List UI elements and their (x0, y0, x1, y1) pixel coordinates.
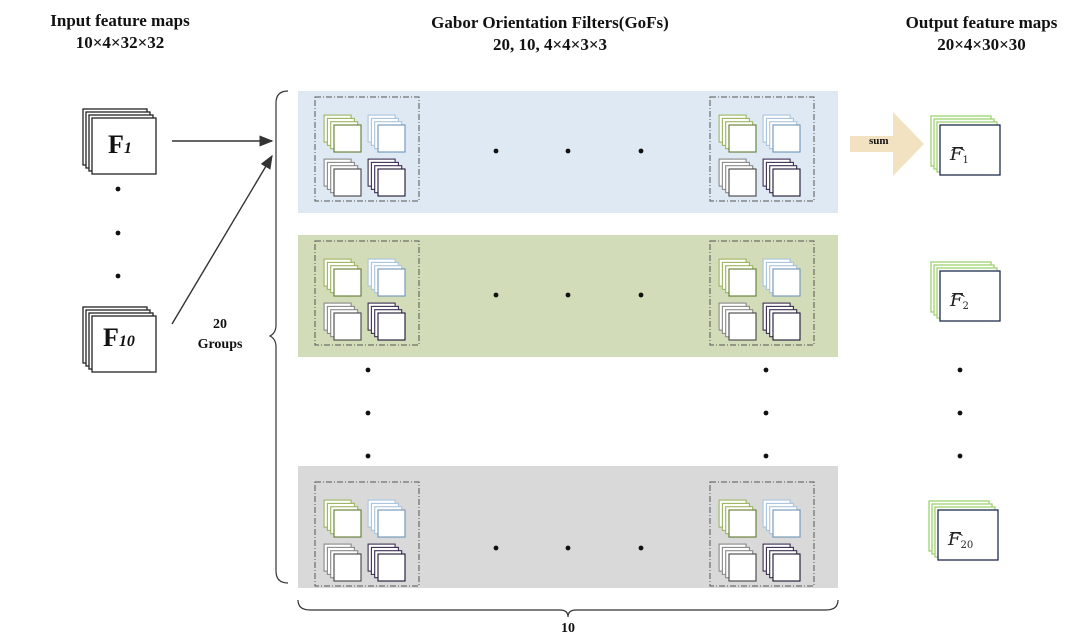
filter-stack (323, 258, 362, 297)
filter-stack (367, 499, 406, 538)
input-map-index: 10 (118, 333, 135, 350)
ellipsis-dot (365, 453, 371, 459)
groups-label: 20 Groups (190, 315, 250, 355)
ellipsis-dot (565, 292, 571, 298)
filter-group-band-20-first (314, 481, 420, 587)
filter-stack (323, 158, 362, 197)
output-map-index: 20 (960, 540, 974, 551)
ellipsis-dot (638, 148, 644, 154)
ellipsis-dot (115, 186, 121, 192)
filter-group-band-1-first (314, 96, 420, 202)
filter-stack (718, 114, 757, 153)
gof-dims: 20, 10, 4×4×3×3 (492, 35, 608, 54)
filter-stack (718, 499, 757, 538)
filter-stack (762, 543, 801, 582)
ellipsis-dot (763, 410, 769, 416)
filter-stack (367, 302, 406, 341)
filter-stack (367, 114, 406, 153)
output-map-stack-2 (930, 261, 1001, 322)
output-map-index: 2 (962, 301, 969, 312)
ellipsis-dot (115, 230, 121, 236)
groups-word: Groups (197, 337, 243, 352)
filter-stack (367, 158, 406, 197)
columns-brace (297, 599, 839, 618)
input-map-label-1: F1 (108, 130, 132, 160)
filter-stack (323, 543, 362, 582)
output-map-letter: F (950, 144, 963, 165)
filter-stack (323, 499, 362, 538)
filter-stack (762, 258, 801, 297)
input-map-stack-1 (82, 108, 157, 175)
filter-stack (323, 114, 362, 153)
filter-stack (718, 258, 757, 297)
output-map-label-20: ︵F20 (948, 523, 974, 551)
hat-accent: ︵ (951, 138, 965, 154)
hat-accent: ︵ (951, 284, 965, 300)
filter-stack (323, 302, 362, 341)
output-map-letter: F (948, 529, 961, 550)
filter-group-band-2-first (314, 240, 420, 346)
ellipsis-dot (957, 367, 963, 373)
ellipsis-dot (638, 545, 644, 551)
sum-label: sum (869, 135, 889, 147)
filter-group-band-20-last (709, 481, 815, 587)
feature-stacks (82, 96, 1001, 587)
ellipsis-dot (957, 410, 963, 416)
input-header: Input feature maps 10×4×32×32 (0, 10, 240, 54)
filter-group-band-2-last (709, 240, 815, 346)
filter-stack (718, 302, 757, 341)
filter-stack (762, 499, 801, 538)
output-map-label-1: ︵F1 (950, 138, 969, 166)
input-title: Input feature maps (50, 11, 190, 30)
input-dims: 10×4×32×32 (75, 33, 165, 52)
connectors (171, 90, 924, 618)
ellipsis-dot (763, 453, 769, 459)
filter-stack (367, 258, 406, 297)
input-map-stack-10 (82, 306, 157, 373)
filter-stack (718, 158, 757, 197)
input-10-arrow (171, 154, 273, 325)
ellipsis-dot (957, 453, 963, 459)
ellipsis-dot (115, 273, 121, 279)
ellipsis-dot (365, 367, 371, 373)
output-map-letter: F (950, 290, 963, 311)
hat-accent: ︵ (949, 523, 963, 539)
output-map-index: 1 (962, 155, 969, 166)
input-map-index: 1 (123, 140, 132, 157)
input-map-label-10: F10 (103, 323, 135, 353)
groups-brace (268, 90, 289, 584)
ellipsis-dot (763, 367, 769, 373)
ellipsis-dot (565, 148, 571, 154)
gof-header: Gabor Orientation Filters(GoFs) 20, 10, … (350, 12, 750, 56)
output-title: Output feature maps (905, 13, 1058, 32)
ellipsis-dot (365, 410, 371, 416)
output-map-stack-20 (928, 500, 999, 561)
ellipsis-dot (565, 545, 571, 551)
filter-stack (762, 114, 801, 153)
ellipsis-dot (493, 148, 499, 154)
filter-stack (367, 543, 406, 582)
gof-title: Gabor Orientation Filters(GoFs) (431, 13, 669, 32)
sum-arrow-icon (850, 112, 924, 176)
filter-group-band-1-last (709, 96, 815, 202)
ellipsis-dot (638, 292, 644, 298)
input-map-letter: F (103, 323, 119, 352)
output-map-stack-1 (930, 115, 1001, 176)
filter-stack (718, 543, 757, 582)
input-map-letter: F (108, 130, 124, 159)
ellipsis-dot (493, 292, 499, 298)
ellipsis-dots (115, 148, 963, 551)
columns-count-label: 10 (561, 621, 575, 636)
groups-count: 20 (213, 317, 227, 332)
filter-stack (762, 158, 801, 197)
output-dims: 20×4×30×30 (937, 35, 1026, 54)
output-header: Output feature maps 20×4×30×30 (875, 12, 1088, 56)
ellipsis-dot (493, 545, 499, 551)
output-map-label-2: ︵F2 (950, 284, 969, 312)
filter-stack (762, 302, 801, 341)
